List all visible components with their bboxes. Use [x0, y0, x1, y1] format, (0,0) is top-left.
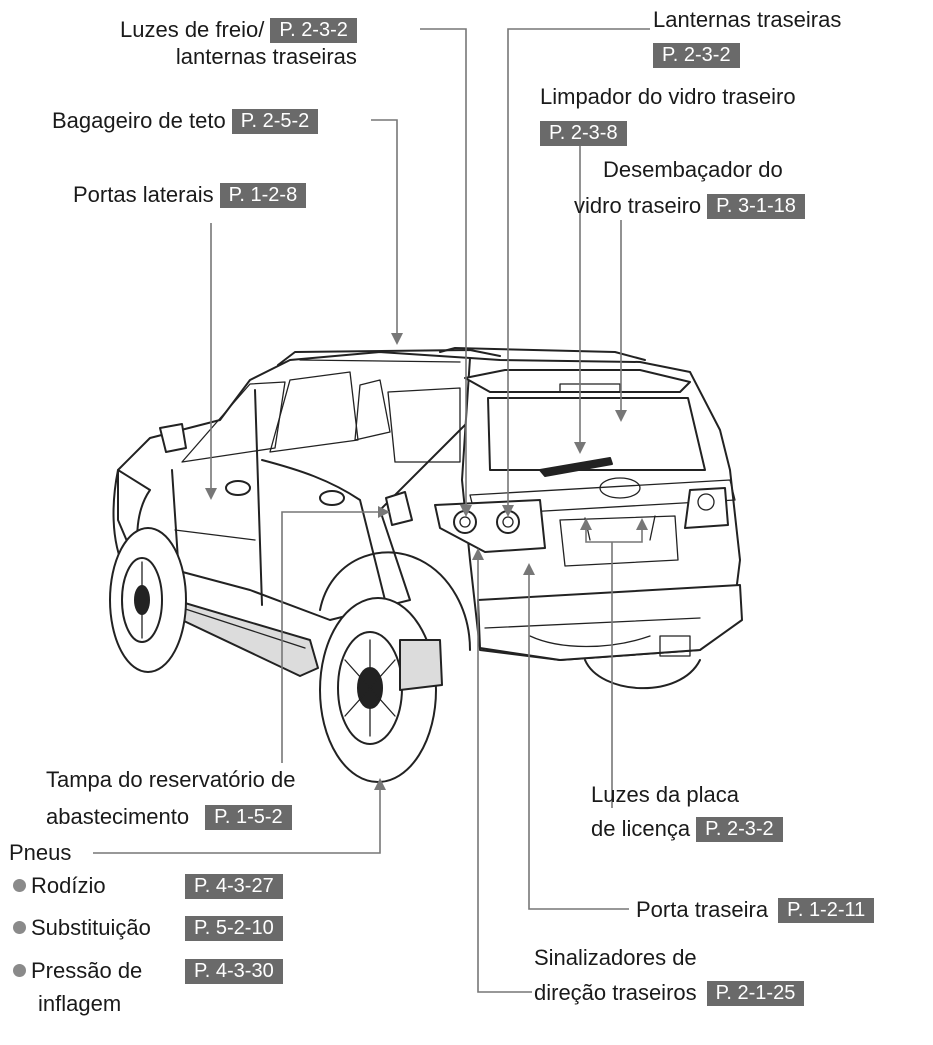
bullet-icon: [13, 964, 26, 977]
license-plate-recess: [559, 515, 679, 567]
tail-lights-ref-wrap: P. 2-3-2: [653, 41, 740, 68]
rear-turn-ref[interactable]: P. 2-1-25: [706, 981, 805, 1006]
high-mount-stop-light: [559, 383, 621, 393]
rear-side-window: [269, 371, 359, 453]
tail-lights-label: Lanternas traseiras: [653, 6, 841, 33]
tires-item-replacement: Substituição P. 5-2-10: [13, 914, 283, 941]
rear-turn-text-1: Sinalizadores de: [534, 945, 697, 970]
tires-item-text: Rodízio: [31, 873, 106, 898]
tires-item-text: Substituição: [31, 915, 151, 940]
brake-lights-text-1: Luzes de freio/: [120, 17, 265, 42]
roof-rack-text: Bagageiro de teto: [52, 108, 226, 133]
license-lights-label: Luzes da placa: [591, 781, 739, 808]
tires-title: Pneus: [9, 839, 71, 866]
fuel-door-ref[interactable]: P. 1-5-2: [205, 805, 292, 830]
fuel-door-text-1: Tampa do reservatório de: [46, 767, 296, 792]
tires-item-pressure: Pressão de P. 4-3-30: [13, 957, 283, 984]
bullet-icon: [13, 879, 26, 892]
tires-item-ref[interactable]: P. 4-3-30: [185, 959, 283, 984]
rear-wiper-ref[interactable]: P. 2-3-8: [540, 121, 627, 146]
rear-defogger-text-2: vidro traseiro: [574, 193, 702, 218]
roof-rack: [277, 349, 501, 366]
brake-lights-label: Luzes de freio/P. 2-3-2 lanternas trasei…: [120, 16, 357, 70]
rear-defogger-ref[interactable]: P. 3-1-18: [707, 194, 805, 219]
fuel-door-label: Tampa do reservatório de: [46, 766, 295, 793]
rear-turn-label-2: direção traseiros P. 2-1-25: [534, 979, 805, 1006]
rear-turn-label: Sinalizadores de: [534, 944, 697, 971]
rear-wiper-label: Limpador do vidro traseiro: [540, 83, 796, 110]
fuel-door: [385, 491, 413, 526]
rear-window: [487, 397, 706, 471]
fuel-door-label-2: abastecimento P. 1-5-2: [46, 803, 292, 830]
brake-lights-ref[interactable]: P. 2-3-2: [270, 18, 357, 43]
tires-item-pressure-2: inflagem: [38, 990, 121, 1017]
rear-defogger-text-1: Desembaçador do: [603, 157, 783, 182]
bullet-icon: [13, 921, 26, 934]
side-doors-text: Portas laterais: [73, 182, 214, 207]
tires-item-text-2: inflagem: [38, 991, 122, 1016]
license-lights-ref[interactable]: P. 2-3-2: [696, 817, 783, 842]
tail-lights-text: Lanternas traseiras: [653, 7, 842, 32]
quarter-window: [387, 387, 461, 463]
license-lights-text-2: de licença: [591, 816, 691, 841]
tires-item-ref[interactable]: P. 5-2-10: [185, 916, 283, 941]
roof-rack-ref[interactable]: P. 2-5-2: [231, 109, 319, 134]
license-lights-text-1: Luzes da placa: [591, 782, 739, 807]
rear-defogger-label: Desembaçador do: [603, 156, 783, 183]
rear-wiper-text: Limpador do vidro traseiro: [540, 84, 796, 109]
front-side-window: [181, 381, 286, 463]
tires-item-ref[interactable]: P. 4-3-27: [185, 874, 283, 899]
right-tail-lamp: [684, 487, 729, 529]
back-door-text: Porta traseira: [636, 897, 769, 922]
rear-wiper: [539, 457, 613, 477]
left-tail-lamp: [434, 499, 546, 553]
rear-wiper-ref-wrap: P. 2-3-8: [540, 119, 627, 146]
tail-lights-ref[interactable]: P. 2-3-2: [653, 43, 740, 68]
rear-turn-text-2: direção traseiros: [534, 980, 697, 1005]
side-mirror: [159, 423, 187, 453]
tires-title-text: Pneus: [9, 840, 72, 865]
leader-lines: [93, 28, 650, 993]
back-door-ref[interactable]: P. 1-2-11: [778, 898, 875, 923]
tires-item-rotation: Rodízio P. 4-3-27: [13, 872, 283, 899]
brake-lights-text-2: lanternas traseiras: [175, 44, 357, 69]
suv-rear-view-illustration: [109, 347, 743, 783]
side-doors-ref[interactable]: P. 1-2-8: [219, 183, 307, 208]
front-door-handle: [225, 480, 251, 496]
fuel-door-text-2: abastecimento: [46, 804, 190, 829]
rear-door-handle: [319, 490, 345, 506]
tires-item-text: Pressão de: [31, 958, 143, 983]
back-door-label: Porta traseira P. 1-2-11: [636, 896, 875, 923]
